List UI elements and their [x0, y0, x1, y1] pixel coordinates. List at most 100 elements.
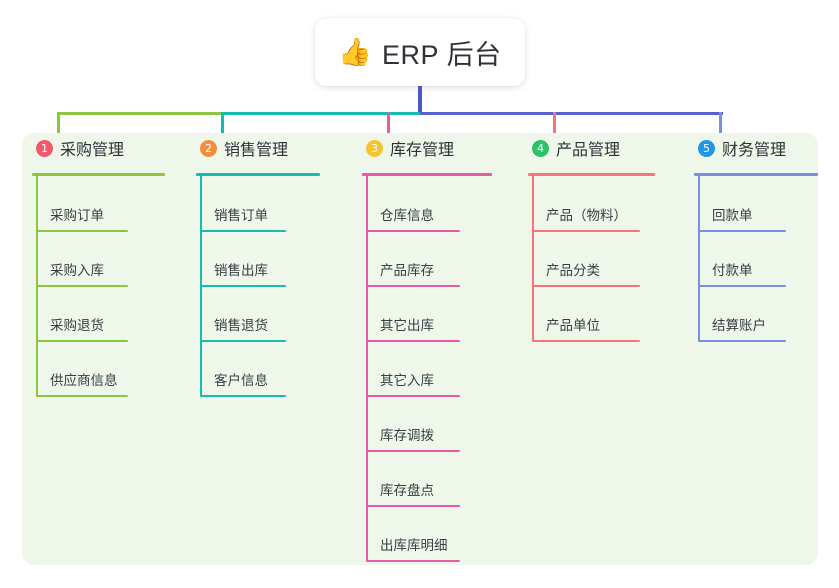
branch-header-4[interactable]: 4 产品管理 [518, 133, 688, 163]
leaf-item-label: 销售订单 [214, 208, 268, 223]
leaf-item-rule [36, 285, 128, 287]
leaf-item-rule [532, 340, 640, 342]
branch-column-5: 5 财务管理回款单付款单结算账户 [684, 133, 839, 342]
leaf-item[interactable]: 库存调拨 [366, 406, 460, 452]
branch-column-1: 1 采购管理采购订单采购入库采购退货供应商信息 [22, 133, 192, 397]
branch-stem-2 [221, 112, 224, 145]
branch-number-badge: 2 [200, 139, 217, 157]
leaf-item[interactable]: 产品单位 [532, 296, 640, 342]
branch-header-1[interactable]: 1 采购管理 [22, 133, 192, 163]
trunk-segment-green [57, 112, 222, 115]
leaf-item-label: 产品（物料） [546, 208, 627, 223]
root-connector-stem [418, 86, 422, 115]
leaf-item[interactable]: 销售出库 [200, 241, 286, 287]
leaf-item-rule [366, 450, 460, 452]
leaf-item-label: 仓库信息 [380, 208, 434, 223]
branch-title: 财务管理 [722, 142, 787, 159]
trunk-segment-blue [420, 112, 723, 115]
branch-title: 库存管理 [390, 142, 455, 159]
branch-header-rule [362, 173, 492, 176]
leaf-item[interactable]: 库存盘点 [366, 461, 460, 507]
leaf-item-label: 回款单 [712, 208, 753, 223]
leaf-item[interactable]: 销售退货 [200, 296, 286, 342]
branch-header-rule [694, 173, 818, 176]
leaf-item-rule [36, 230, 128, 232]
leaf-item-rule [366, 395, 460, 397]
leaf-item-label: 采购退货 [50, 318, 104, 333]
branch-spine [366, 176, 368, 561]
leaf-item-label: 其它出库 [380, 318, 434, 333]
leaf-item[interactable]: 其它出库 [366, 296, 460, 342]
leaf-item[interactable]: 产品（物料） [532, 186, 640, 232]
leaf-item-rule [200, 285, 286, 287]
branch-header-5[interactable]: 5 财务管理 [684, 133, 839, 163]
leaf-item[interactable]: 出库库明细 [366, 516, 460, 562]
leaf-item-label: 采购入库 [50, 263, 104, 278]
branch-header-rule [196, 173, 320, 176]
leaf-item-rule [200, 395, 286, 397]
leaf-item[interactable]: 回款单 [698, 186, 786, 232]
branch-column-3: 3 库存管理仓库信息产品库存其它出库其它入库库存调拨库存盘点出库库明细 [352, 133, 528, 562]
leaf-item[interactable]: 其它入库 [366, 351, 460, 397]
leaf-item-rule [366, 285, 460, 287]
leaf-item-label: 产品分类 [546, 263, 600, 278]
leaf-item-label: 库存调拨 [380, 428, 434, 443]
branch-title: 采购管理 [60, 142, 125, 159]
leaf-item-label: 出库库明细 [380, 538, 448, 553]
branch-header-rule [528, 173, 655, 176]
root-node-card[interactable]: 👍 ERP 后台 [315, 18, 525, 86]
branch-stem-1 [57, 112, 60, 145]
leaf-item[interactable]: 产品分类 [532, 241, 640, 287]
leaf-item[interactable]: 销售订单 [200, 186, 286, 232]
leaf-item-label: 销售退货 [214, 318, 268, 333]
root-node-title: ERP 后台 [382, 39, 502, 70]
leaf-item-rule [36, 395, 128, 397]
leaf-item-rule [532, 285, 640, 287]
branch-column-4: 4 产品管理产品（物料） 产品分类产品单位 [518, 133, 688, 342]
leaf-item-label: 产品单位 [546, 318, 600, 333]
leaf-item-rule [366, 340, 460, 342]
branch-title: 销售管理 [224, 142, 289, 159]
leaf-item-rule [698, 285, 786, 287]
leaf-item[interactable]: 结算账户 [698, 296, 786, 342]
leaf-item[interactable]: 供应商信息 [36, 351, 128, 397]
branch-stem-3 [387, 112, 390, 145]
branch-header-2[interactable]: 2 销售管理 [186, 133, 356, 163]
leaf-item-rule [366, 560, 460, 562]
leaf-item-rule [200, 230, 286, 232]
branch-spine [698, 176, 700, 341]
branch-number-badge: 4 [532, 139, 549, 157]
leaf-item-label: 客户信息 [214, 373, 268, 388]
leaf-item-label: 库存盘点 [380, 483, 434, 498]
leaf-item-label: 付款单 [712, 263, 753, 278]
leaf-item[interactable]: 采购退货 [36, 296, 128, 342]
leaf-item[interactable]: 产品库存 [366, 241, 460, 287]
branch-title: 产品管理 [556, 142, 621, 159]
leaf-item-rule [366, 505, 460, 507]
branches-panel: 1 采购管理采购订单采购入库采购退货供应商信息 2 销售管理销售订单销售出库销售退货客… [22, 133, 818, 565]
leaf-item[interactable]: 采购入库 [36, 241, 128, 287]
leaf-item[interactable]: 付款单 [698, 241, 786, 287]
branch-header-rule [32, 173, 165, 176]
leaf-item-label: 其它入库 [380, 373, 434, 388]
leaf-item[interactable]: 采购订单 [36, 186, 128, 232]
leaf-item[interactable]: 仓库信息 [366, 186, 460, 232]
branch-column-2: 2 销售管理销售订单销售出库销售退货客户信息 [186, 133, 356, 397]
branch-number-badge: 5 [698, 139, 715, 157]
branch-header-3[interactable]: 3 库存管理 [352, 133, 528, 163]
leaf-item-rule [698, 340, 786, 342]
branch-number-badge: 1 [36, 139, 53, 157]
trunk-segment-teal [222, 112, 422, 115]
branch-stem-5 [719, 112, 722, 145]
branch-number-badge: 3 [366, 139, 383, 157]
leaf-item-rule [698, 230, 786, 232]
leaf-item[interactable]: 客户信息 [200, 351, 286, 397]
leaf-item-label: 供应商信息 [50, 373, 118, 388]
branch-spine [532, 176, 534, 341]
leaf-item-label: 销售出库 [214, 263, 268, 278]
leaf-item-label: 结算账户 [712, 318, 766, 333]
leaf-item-rule [36, 340, 128, 342]
leaf-item-rule [532, 230, 640, 232]
leaf-item-rule [366, 230, 460, 232]
